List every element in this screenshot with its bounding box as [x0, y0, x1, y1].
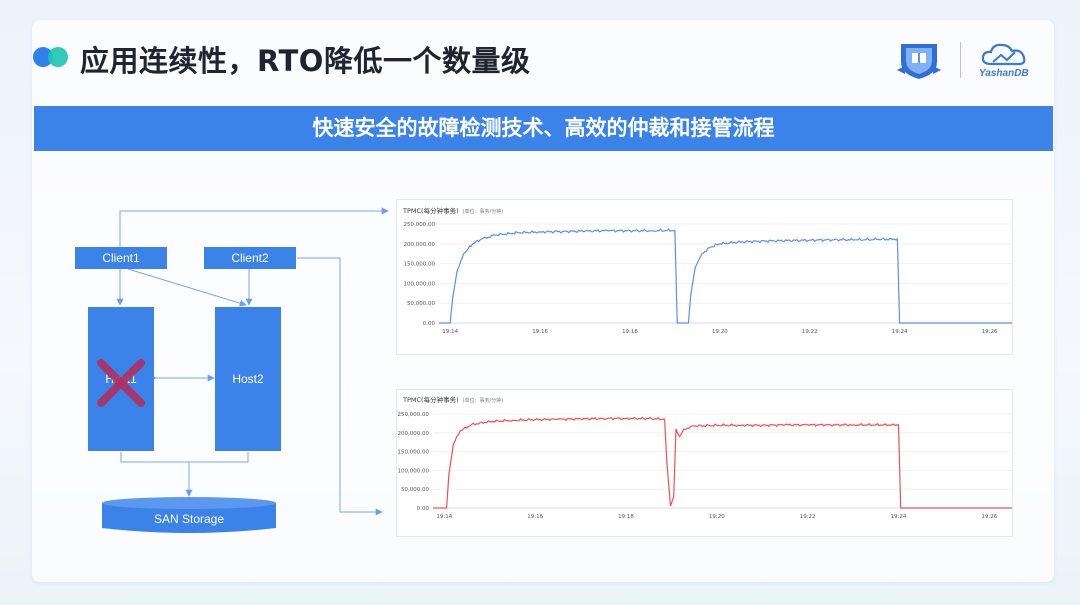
top-chart-xtick-label: 19:18 [622, 329, 638, 335]
logo-divider [960, 42, 961, 78]
client1-to-host2-link [127, 268, 247, 307]
bottom-chart-title: TPMC(每分钟事务) (单位：事务/分钟) [402, 395, 503, 404]
bottom-chart-series-line [433, 416, 1012, 509]
bottom-chart-xtick-label: 19:26 [981, 514, 997, 520]
top-chart-ytick-label: 0.00 [423, 321, 436, 327]
bottom-chart-ytick-label: 150,000.00 [398, 450, 430, 456]
tpmc-chart-bottom: TPMC(每分钟事务) (单位：事务/分钟) 250,000.00 200,000.0… [398, 395, 1012, 520]
bottom-chart-ytick-label: 100,000.00 [398, 468, 430, 474]
client1-label: Client1 [102, 251, 140, 265]
host-failure-x-icon [97, 359, 145, 407]
bottom-chart-subtitle: (单位：事务/分钟) [463, 397, 504, 404]
top-chart-xtick-label: 19:26 [982, 329, 998, 335]
host2-label: Host2 [232, 372, 264, 386]
client2-node: Client2 [204, 247, 296, 269]
top-chart-xtick-label: 19:14 [442, 329, 458, 335]
top-chart-subtitle: (单位：事务/分钟) [463, 208, 504, 215]
top-chart-xtick-label: 19:16 [532, 329, 548, 335]
bottom-chart-xtick-label: 19:18 [618, 514, 634, 520]
bottom-chart-ytick-label: 50,000.00 [401, 487, 429, 493]
top-chart-xtick-label: 19:22 [802, 329, 818, 335]
top-chart-xtick-label: 19:20 [712, 329, 728, 335]
bottom-chart-xtick-label: 19:20 [709, 514, 725, 520]
top-chart-series-line [439, 228, 1012, 324]
bottom-chart-ytick-label: 0.00 [417, 506, 430, 512]
san-storage-label: SAN Storage [153, 512, 225, 526]
top-chart-ytick-label: 50,000.00 [407, 301, 435, 307]
san-storage-cylinder [102, 497, 276, 533]
chart-panel-bottom: TPMC(每分钟事务) (单位：事务/分钟) 250,000.00 200,000.0… [396, 389, 1013, 537]
bottom-chart-xtick-label: 19:22 [800, 514, 816, 520]
top-chart-ytick-label: 200,000.00 [404, 242, 436, 248]
bottom-chart-xtick-label: 19:14 [436, 514, 452, 520]
client1-to-top-chart-link [119, 207, 389, 247]
bottom-chart-ytick-label: 250,000.00 [398, 412, 430, 418]
host1-to-storage-link [120, 452, 189, 463]
page-title: 应用连续性，RTO降低一个数量级 [80, 44, 531, 78]
top-chart-title-main: TPMC(每分钟事务) [402, 206, 459, 215]
host2-to-storage-link [189, 452, 249, 463]
client2-to-bottom-chart-link [297, 257, 383, 516]
top-chart-xtick-label: 19:24 [892, 329, 908, 335]
subtitle-banner: 快速安全的故障检测技术、高效的仲裁和接管流程 [34, 106, 1053, 151]
bottom-chart-xtick-label: 19:24 [891, 514, 907, 520]
top-chart-title: TPMC(每分钟事务) (单位：事务/分钟) [402, 206, 503, 215]
yashandb-cloud-logo-icon [981, 43, 1026, 66]
bottom-chart-ytick-label: 200,000.00 [398, 431, 430, 437]
university-emblem-icon [897, 44, 941, 79]
host2-node: Host2 [215, 307, 281, 451]
yashandb-brand-name: YashanDB [979, 68, 1029, 79]
top-chart-ytick-label: 250,000.00 [404, 222, 436, 228]
top-chart-ytick-label: 100,000.00 [404, 281, 436, 287]
client1-node: Client1 [75, 247, 167, 269]
logo-dot-teal [48, 47, 68, 67]
bottom-chart-title-main: TPMC(每分钟事务) [402, 395, 459, 404]
chart-panel-top: TPMC(每分钟事务) (单位：事务/分钟) 250,000.00 200,000.0… [396, 199, 1013, 355]
client2-label: Client2 [231, 251, 269, 265]
top-chart-ytick-label: 150,000.00 [404, 262, 436, 268]
bottom-chart-xtick-label: 19:16 [527, 514, 543, 520]
tpmc-chart-top: TPMC(每分钟事务) (单位：事务/分钟) 250,000.00 200,000.0… [402, 206, 1012, 335]
